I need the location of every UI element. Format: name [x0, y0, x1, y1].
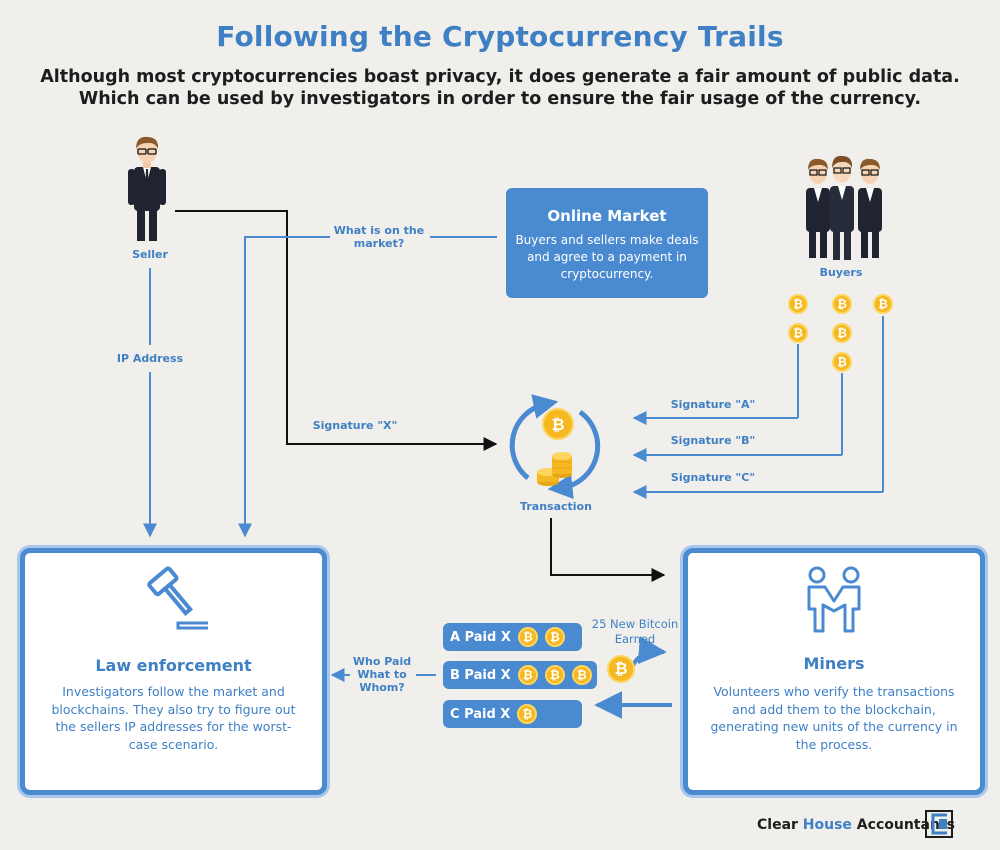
law-enforcement-title: Law enforcement: [95, 656, 252, 675]
svg-text:₿: ₿: [551, 415, 564, 434]
what-on-market-label: What is on the market?: [333, 224, 425, 250]
ledger-row-label: B Paid X: [450, 667, 511, 683]
buyers-group-icon: [806, 155, 882, 260]
bitcoin-coin-icon: ₿: [788, 294, 808, 314]
bitcoin-coin-icon: ₿: [832, 294, 852, 314]
buyer-b-coins: ₿ ₿ ₿: [832, 294, 852, 372]
law-enforcement-description: Investigators follow the market and bloc…: [51, 684, 296, 752]
bitcoin-coin-icon: ₿: [571, 665, 592, 685]
miners-description: Volunteers who verify the transactions a…: [710, 684, 958, 752]
gavel-icon: [147, 566, 208, 630]
signature-a-label: Signature "A": [670, 398, 756, 411]
page-title: Following the Cryptocurrency Trails: [216, 20, 784, 53]
who-paid-label: Who Paid What to Whom?: [352, 655, 412, 694]
bitcoin-coin-icon: ₿: [832, 323, 852, 343]
transaction-label: Transaction: [520, 500, 592, 513]
online-market-description: Buyers and sellers make deals and agree …: [515, 233, 699, 281]
bitcoin-coin-icon: ₿: [544, 627, 565, 647]
ip-address-label: IP Address: [116, 352, 184, 365]
new-bitcoin-arrow: [630, 636, 667, 669]
ledger-row-label: C Paid X: [450, 706, 511, 722]
coin-stack-icon: [537, 452, 572, 486]
market-to-law-line: [238, 236, 330, 538]
bitcoin-coin-icon: ₿: [788, 323, 808, 343]
new-bitcoin-label: 25 New Bitcoin Earned: [591, 617, 679, 646]
brand-name: Clear House Accountants: [757, 817, 955, 833]
bitcoin-coin-icon: ₿: [517, 704, 538, 724]
online-market-title: Online Market: [547, 207, 667, 225]
buyer-c-coins: ₿: [873, 294, 893, 314]
seller-businessman-icon: [128, 136, 166, 241]
bitcoin-coin-icon: ₿: [544, 665, 565, 685]
signature-b-label: Signature "B": [670, 434, 756, 447]
bitcoin-coin-icon: ₿: [832, 352, 852, 372]
miners-title: Miners: [803, 654, 865, 673]
ledger-row-label: A Paid X: [450, 629, 511, 645]
bitcoin-coin-icon: ₿: [607, 655, 635, 683]
miners-box: Miners Volunteers who verify the transac…: [683, 548, 985, 795]
buyer-a-coins: ₿ ₿: [788, 294, 808, 343]
bitcoin-coin-icon: ₿: [517, 627, 538, 647]
bitcoin-coin-icon: [542, 408, 574, 440]
online-market-box: Online Market Buyers and sellers make de…: [506, 188, 708, 298]
clear-house-logo-icon: [925, 810, 953, 838]
transaction-to-miners-line: [550, 518, 666, 582]
buyers-label: Buyers: [819, 266, 863, 279]
transaction-cycle-icon: ₿: [509, 394, 601, 500]
seller-label: Seller: [132, 248, 168, 261]
page-subtitle: Although most cryptocurrencies boast pri…: [40, 67, 960, 109]
bitcoin-coin-icon: ₿: [517, 665, 538, 685]
bitcoin-coin-icon: ₿: [873, 294, 893, 314]
ledger-row-b: B Paid X ₿ ₿ ₿: [443, 661, 597, 689]
ledger-row-c: C Paid X ₿: [443, 700, 582, 728]
ledger-row-a: A Paid X ₿ ₿: [443, 623, 582, 651]
signature-c-label: Signature "C": [670, 471, 756, 484]
handshake-icon: [807, 566, 861, 633]
seller-signature-line: [175, 210, 498, 451]
law-enforcement-box: Law enforcement Investigators follow the…: [20, 548, 327, 795]
signature-x-label: Signature "X": [312, 419, 398, 432]
